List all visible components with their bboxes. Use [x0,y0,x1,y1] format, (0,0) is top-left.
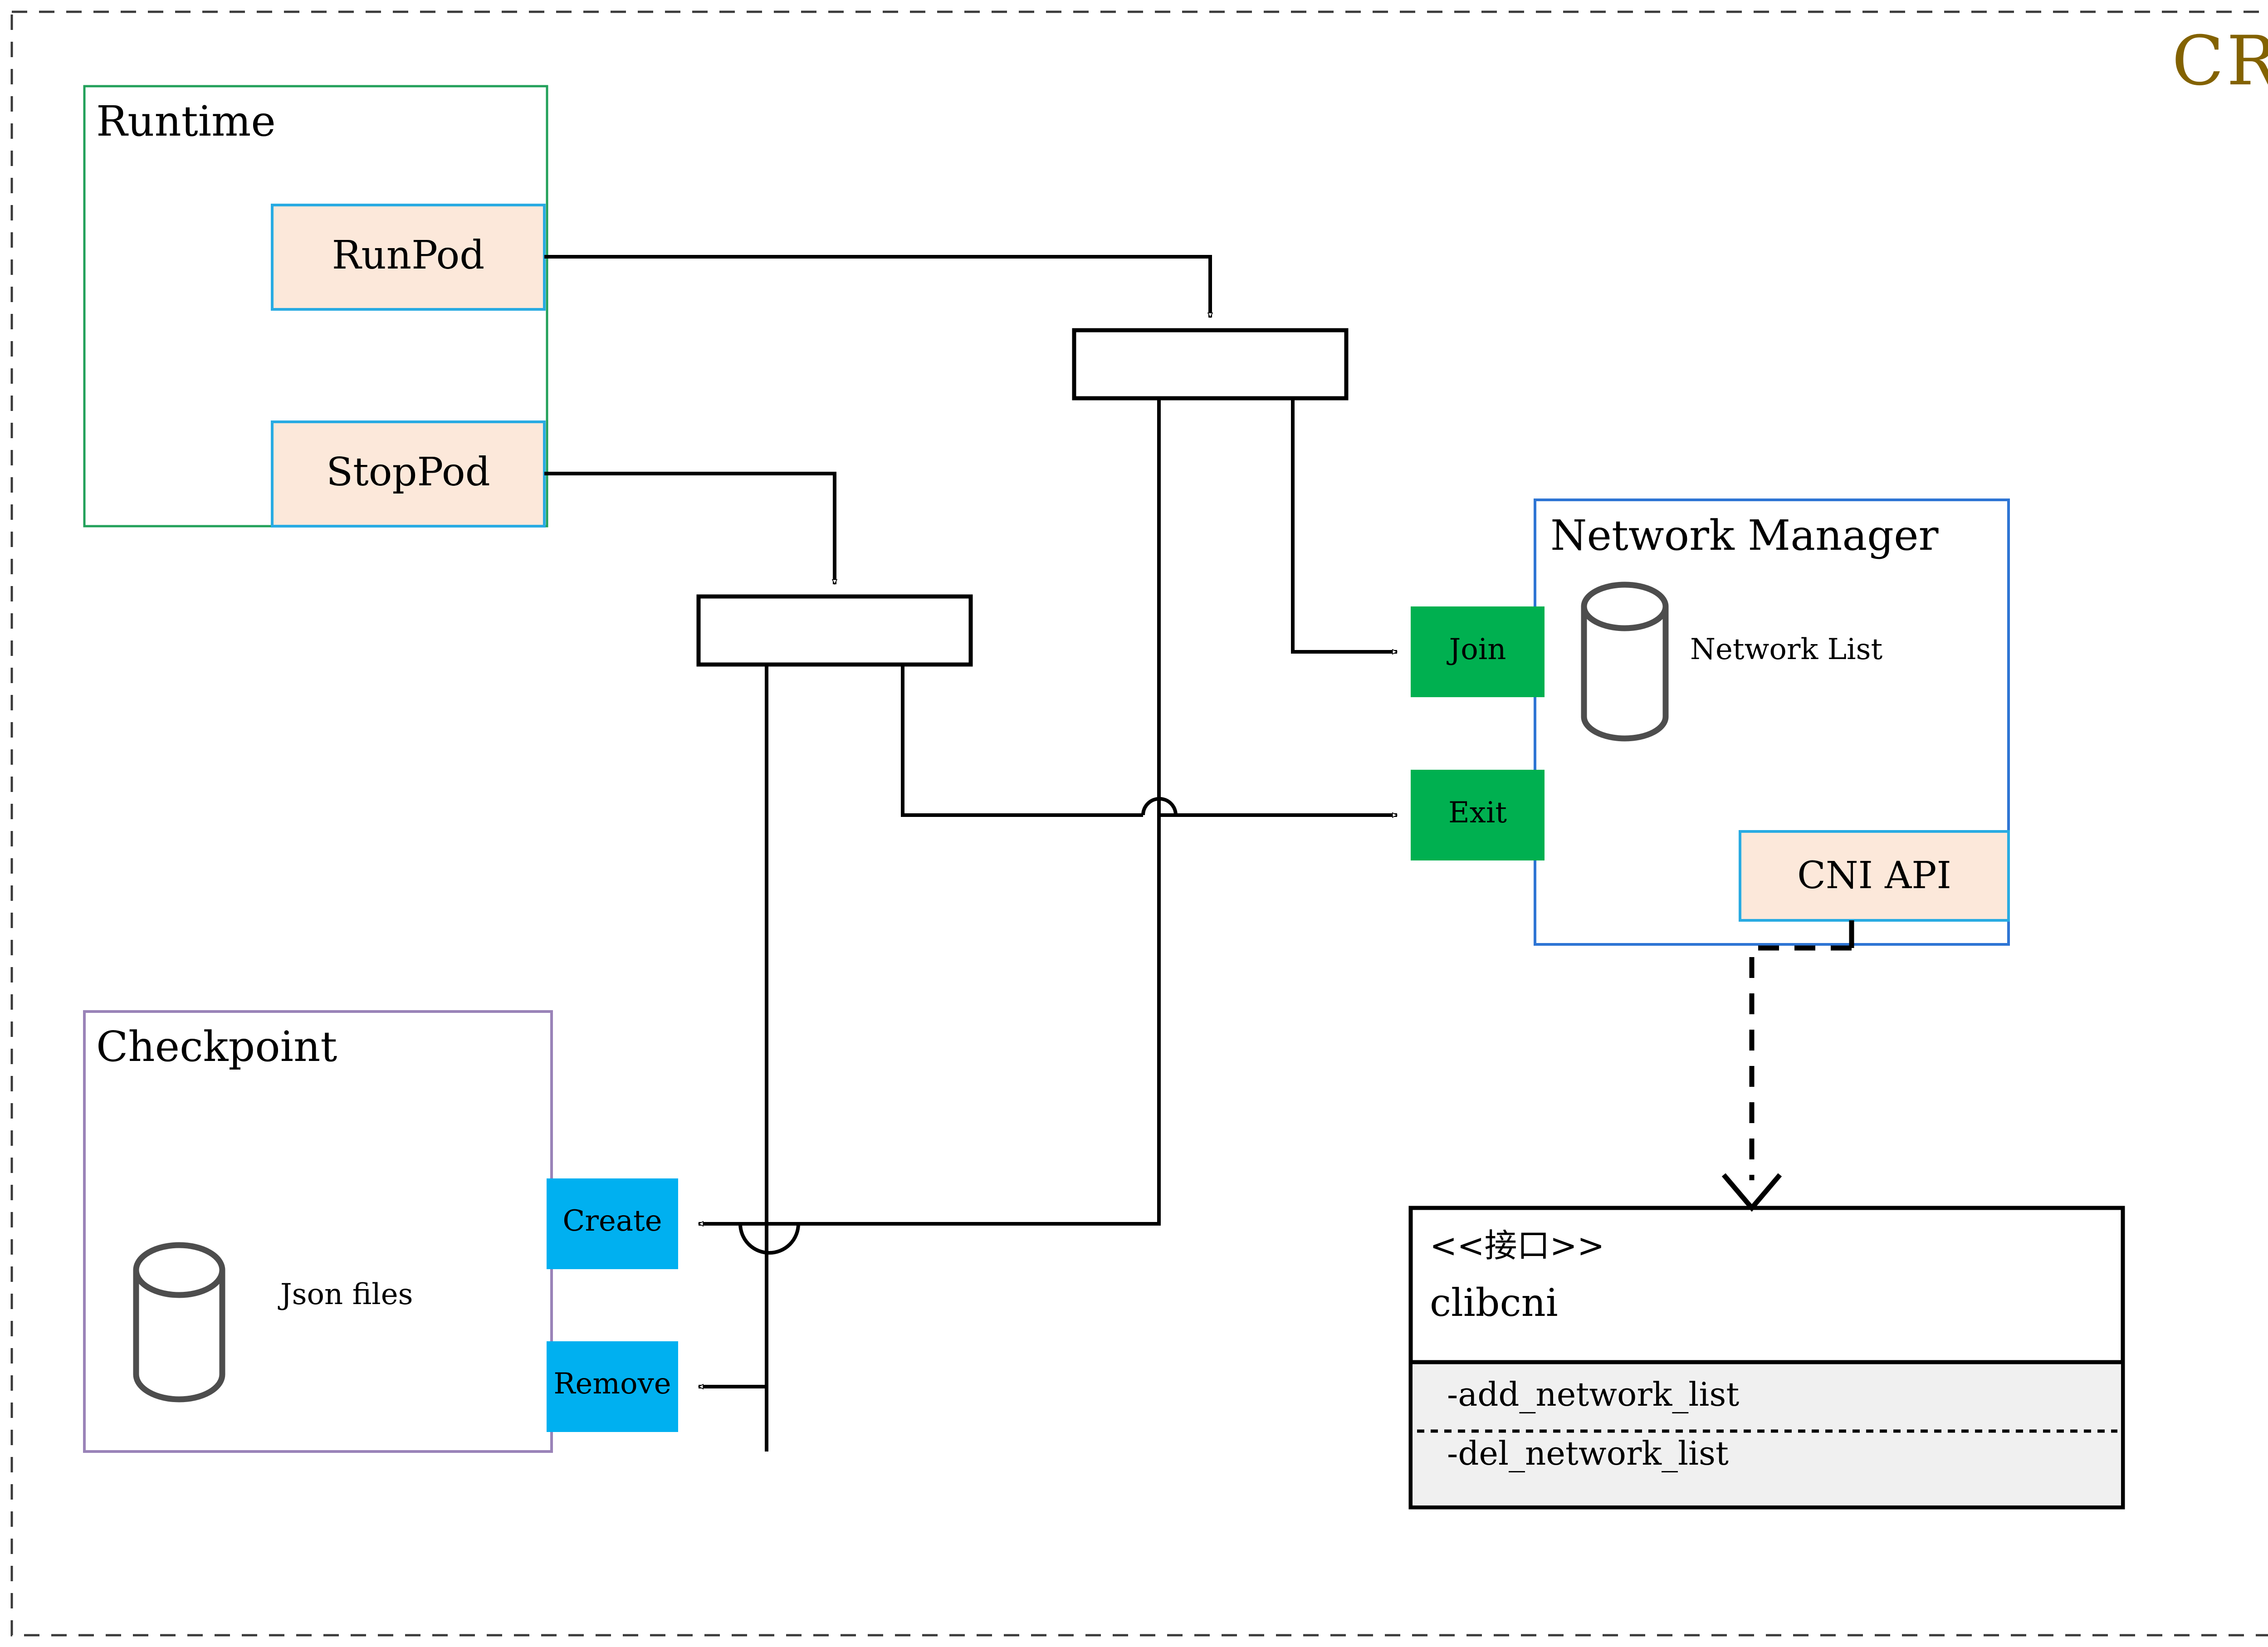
outer-dashed-frame [10,10,2268,1637]
connector-fork2-right-to-trunk [901,665,1143,817]
clibcni-name: clibcni [1430,1280,1558,1325]
cni-api-label[interactable]: CNI API [1797,854,1951,897]
join-port-label[interactable]: Join [1449,633,1506,666]
exit-port-label[interactable]: Exit [1448,796,1507,830]
checkpoint-database-cylinder-icon [133,1242,225,1403]
clibcni-method-del: -del_network_list [1447,1434,1729,1472]
checkpoint-group-box [83,1010,553,1453]
connector-fork1-left-to-exit [1157,398,1397,815]
exit-port-box [1411,770,1545,860]
wire-hop-create-row [738,1223,800,1255]
stoppod-fork-bar [696,594,973,667]
checkpoint-group-label: Checkpoint [96,1022,337,1071]
connector-runpod-to-fork [544,255,1210,318]
cni-api-box [1739,830,2010,922]
clibcni-method-add: -add_network_list [1447,1375,1740,1413]
networklist-store-label: Network List [1690,633,1883,666]
join-port-box [1411,606,1545,697]
connector-cniapi-to-clibcni [1749,945,1852,1180]
realization-arrowhead [1721,1173,1782,1212]
stoppod-box [271,420,546,528]
connector-trunk-to-create [798,815,1161,1226]
stoppod-label[interactable]: StopPod [326,450,490,495]
remove-label[interactable]: Remove [553,1367,671,1401]
network-manager-group-label: Network Manager [1550,511,1939,560]
checkpoint-store-label: Json files [280,1278,413,1311]
network-manager-group-box [1534,498,2010,946]
networklist-database-cylinder-icon [1581,582,1669,742]
diagram-title: CRI [2172,22,2268,101]
clibcni-stereotype: <<接口>> [1430,1227,1605,1265]
runpod-fork-bar [1072,328,1349,401]
connector-stoppod-to-fork [544,472,835,584]
create-box [547,1178,678,1269]
connector-fork1-right-to-join [1291,398,1397,652]
create-label[interactable]: Create [562,1204,662,1238]
clibcni-method-panel [1413,1362,2121,1505]
remove-box [547,1341,678,1432]
runpod-label[interactable]: RunPod [332,233,485,278]
runtime-group-label: Runtime [96,97,276,146]
wire-hop-exit-row [1141,797,1178,816]
